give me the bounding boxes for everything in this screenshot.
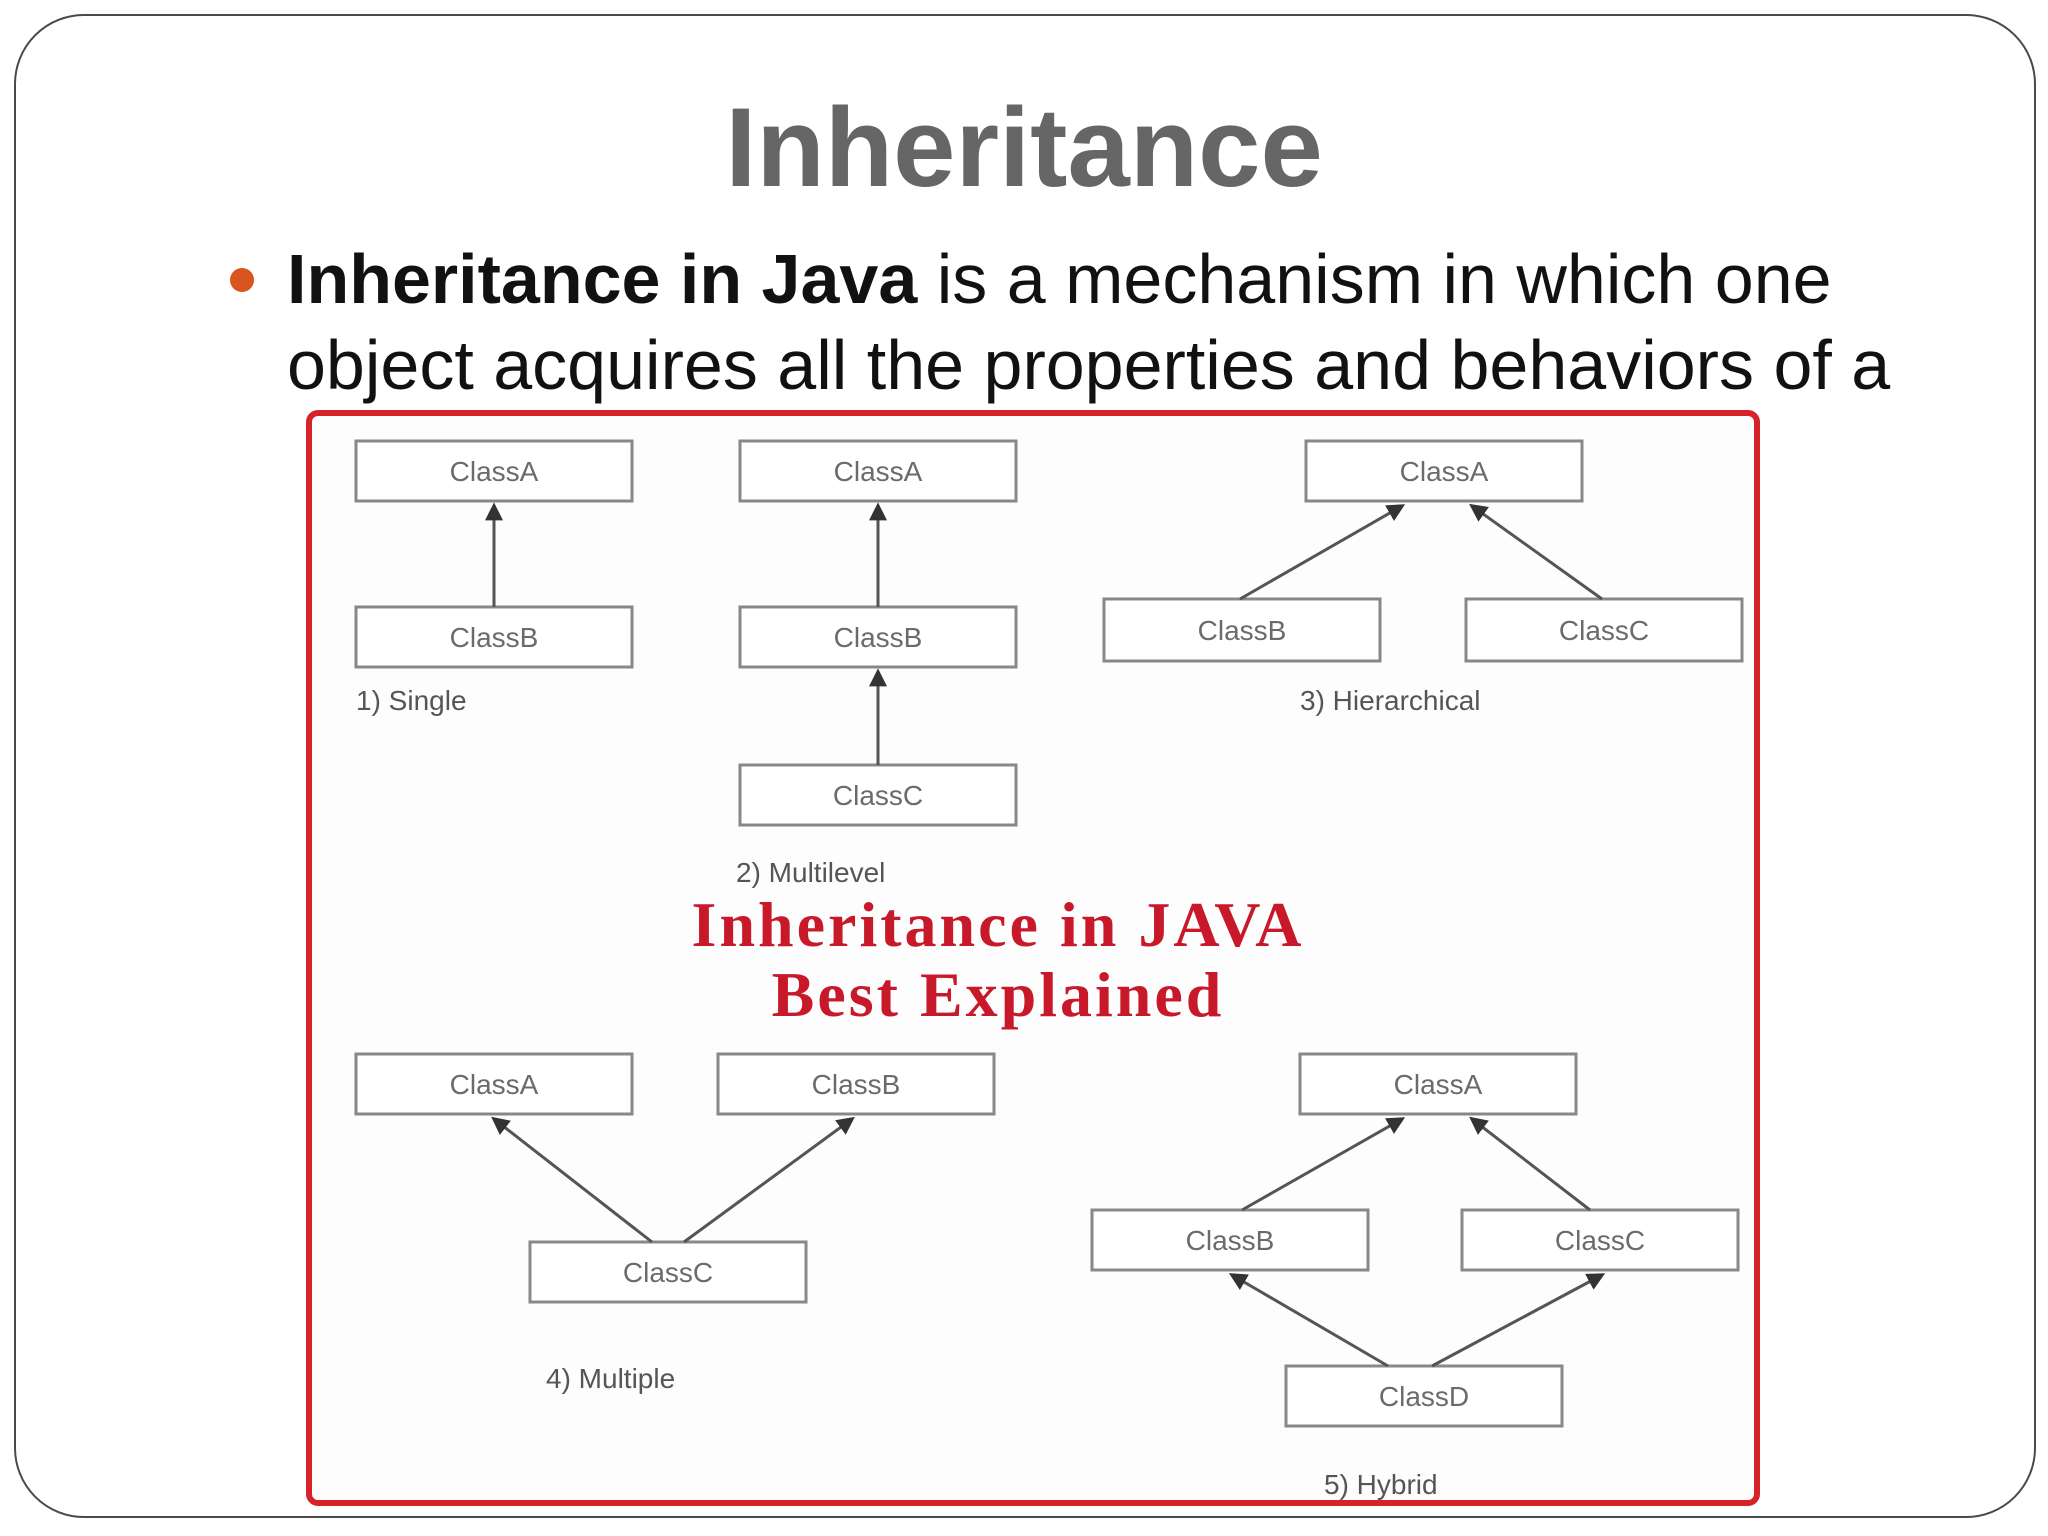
hybrid-class-c-box: ClassC xyxy=(1460,1208,1740,1272)
inheritance-diagram-image: ClassA ClassB 1) Single ClassA ClassB Cl… xyxy=(306,410,1760,1506)
hierarchical-class-c-label: ClassC xyxy=(1559,615,1649,646)
diagram-headline-line1: Inheritance in JAVA xyxy=(692,889,1305,960)
multilevel-class-b-label: ClassB xyxy=(834,622,923,653)
hybrid-arrow-d-b xyxy=(1228,1273,1389,1368)
hierarchical-arrow-b xyxy=(1239,504,1406,601)
bullet-rest-text: is a mechanism in which one object acqui… xyxy=(287,240,1891,404)
hierarchical-class-c-box: ClassC xyxy=(1464,597,1744,663)
hybrid-class-a-label: ClassA xyxy=(1394,1069,1483,1100)
hybrid-arrow-b-a xyxy=(1241,1117,1406,1212)
multiple-class-a-label: ClassA xyxy=(450,1069,539,1100)
multilevel-caption: 2) Multilevel xyxy=(736,857,885,888)
multiple-caption: 4) Multiple xyxy=(546,1363,675,1394)
single-class-a-label: ClassA xyxy=(450,456,539,487)
hybrid-arrow-d-c xyxy=(1431,1273,1606,1368)
single-class-a-box: ClassA xyxy=(354,439,634,503)
multilevel-class-a-label: ClassA xyxy=(834,456,923,487)
diagram-canvas: ClassA ClassB 1) Single ClassA ClassB Cl… xyxy=(354,439,1744,1500)
hierarchical-class-a-label: ClassA xyxy=(1400,456,1489,487)
hybrid-class-b-box: ClassB xyxy=(1090,1208,1370,1272)
multiple-class-b-box: ClassB xyxy=(716,1052,996,1116)
multilevel-class-b-box: ClassB xyxy=(738,605,1018,669)
bullet-text: Inheritance in Java is a mechanism in wh… xyxy=(287,236,1937,408)
hybrid-class-c-label: ClassC xyxy=(1555,1225,1645,1256)
hybrid-class-b-label: ClassB xyxy=(1186,1225,1275,1256)
hierarchical-arrow-c xyxy=(1469,503,1603,601)
bullet-bold-text: Inheritance in Java xyxy=(287,240,918,318)
multiple-class-b-label: ClassB xyxy=(812,1069,901,1100)
slide-title: Inheritance xyxy=(725,85,1323,210)
multilevel-class-c-label: ClassC xyxy=(833,780,923,811)
multiple-class-c-box: ClassC xyxy=(528,1240,808,1304)
multiple-class-c-label: ClassC xyxy=(623,1257,713,1288)
multilevel-class-a-box: ClassA xyxy=(738,439,1018,503)
diagram-headline-line2: Best Explained xyxy=(772,959,1225,1030)
hybrid-class-a-box: ClassA xyxy=(1298,1052,1578,1116)
bullet-icon xyxy=(230,268,254,292)
multiple-class-a-box: ClassA xyxy=(354,1052,634,1116)
hierarchical-class-b-label: ClassB xyxy=(1198,615,1287,646)
hybrid-arrow-c-a xyxy=(1469,1116,1591,1212)
single-caption: 1) Single xyxy=(356,685,467,716)
hybrid-class-d-label: ClassD xyxy=(1379,1381,1469,1412)
hybrid-caption: 5) Hybrid xyxy=(1324,1469,1438,1500)
hierarchical-class-a-box: ClassA xyxy=(1304,439,1584,503)
hierarchical-caption: 3) Hierarchical xyxy=(1300,685,1481,716)
single-class-b-box: ClassB xyxy=(354,605,634,669)
multilevel-class-c-box: ClassC xyxy=(738,763,1018,827)
hierarchical-class-b-box: ClassB xyxy=(1102,597,1382,663)
single-class-b-label: ClassB xyxy=(450,622,539,653)
multiple-arrow-a xyxy=(491,1116,653,1244)
hybrid-class-d-box: ClassD xyxy=(1284,1364,1564,1428)
multiple-arrow-b xyxy=(683,1116,855,1244)
